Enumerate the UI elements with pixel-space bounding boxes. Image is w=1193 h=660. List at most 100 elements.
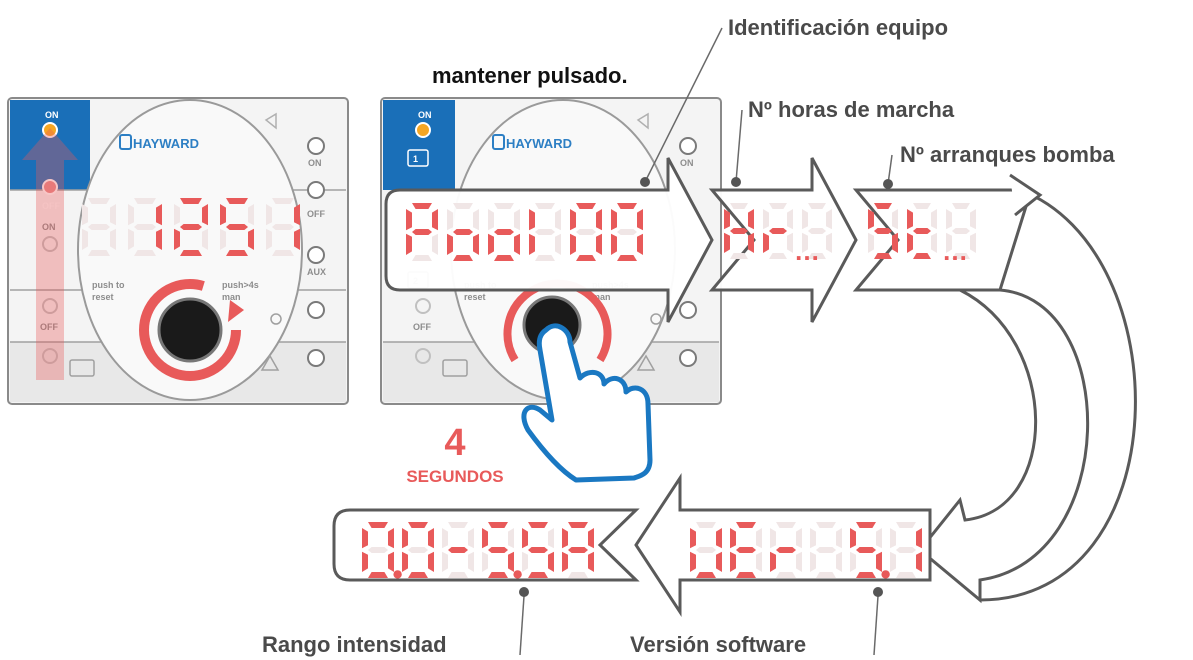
svg-text:reset: reset <box>92 292 114 302</box>
segment-digit <box>868 203 898 259</box>
segment-d <box>448 572 468 578</box>
segment-d <box>88 250 110 256</box>
segment-f <box>488 209 494 231</box>
segment-d <box>856 572 876 578</box>
svg-text:ON: ON <box>308 158 322 168</box>
segment-digit <box>442 522 474 578</box>
segment-b <box>892 209 898 230</box>
segment-d <box>769 253 787 259</box>
segment-c <box>294 228 300 250</box>
svg-text:OFF: OFF <box>40 322 58 332</box>
segment-digit <box>810 522 842 578</box>
segment-digit <box>907 203 937 259</box>
blue-status-strip <box>10 100 90 190</box>
segment-g <box>896 547 916 553</box>
hand-pointer-icon <box>521 323 653 483</box>
button-timer-2[interactable] <box>679 301 697 319</box>
control-knob[interactable] <box>157 297 223 363</box>
segment-g <box>488 547 508 553</box>
segment-g <box>448 547 468 553</box>
button-aux[interactable] <box>307 246 325 264</box>
segment-f <box>890 528 896 549</box>
button-alarm[interactable] <box>307 349 325 367</box>
segment-g <box>808 228 826 234</box>
segment-b <box>916 528 922 549</box>
segment-f <box>562 528 568 549</box>
segment-a <box>568 522 588 528</box>
knob-ring <box>139 279 241 381</box>
display-hr <box>724 203 832 259</box>
segment-d <box>913 253 931 259</box>
segment-g <box>453 229 473 235</box>
decimal-point <box>881 570 890 579</box>
segment-f <box>406 209 412 231</box>
segment-d <box>272 250 294 256</box>
callout-dot-current <box>519 587 529 597</box>
segment-f <box>362 528 368 549</box>
callout-pump-starts: Nº arranques bomba <box>900 142 1115 167</box>
segment-f <box>529 209 535 231</box>
segment-f <box>442 528 448 549</box>
segment-c <box>970 232 976 253</box>
segment-d <box>488 572 508 578</box>
segment-b <box>548 528 554 549</box>
segment-d <box>453 255 473 261</box>
segment-digit <box>402 522 434 578</box>
segment-c <box>428 551 434 572</box>
segment-digit <box>174 198 208 256</box>
segment-digit <box>447 203 479 261</box>
segment-d <box>535 255 555 261</box>
button-timer[interactable] <box>307 301 325 319</box>
segment-b <box>970 209 976 230</box>
on-label: ON <box>45 110 59 120</box>
brand-logo: HAYWARD <box>133 136 199 151</box>
seconds-value: 4 <box>444 422 465 464</box>
callout-equipment-id: Identificación equipo <box>728 15 948 40</box>
segment-e <box>907 232 913 253</box>
segment-d <box>408 572 428 578</box>
segment-e <box>724 232 730 253</box>
segment-b <box>596 209 602 231</box>
segment-b <box>473 209 479 231</box>
segment-b <box>876 528 882 549</box>
segment-f <box>402 528 408 549</box>
button-alarm-2[interactable] <box>679 349 697 367</box>
control-panel-1: HAYWARD ON OFF ON OFF ON OFF AUX push to… <box>7 97 349 405</box>
segment-g <box>617 229 637 235</box>
svg-text:HAYWARD: HAYWARD <box>506 136 572 151</box>
led-off <box>42 179 58 195</box>
segment-g <box>180 224 202 230</box>
segment-d <box>808 253 826 259</box>
display-1251 <box>82 198 300 256</box>
button-on[interactable] <box>307 137 325 155</box>
segment-b <box>388 528 394 549</box>
segment-c <box>156 228 162 250</box>
segment-d <box>368 572 388 578</box>
segment-d <box>952 253 970 259</box>
segment-b <box>826 209 832 230</box>
button-off[interactable] <box>307 181 325 199</box>
segment-b <box>748 209 754 230</box>
segment-c <box>548 551 554 572</box>
button-on-2[interactable] <box>679 137 697 155</box>
segment-f <box>763 209 769 230</box>
segment-c <box>826 232 832 253</box>
segment-f <box>730 528 736 549</box>
led-on-2 <box>415 122 431 138</box>
segment-a <box>808 203 826 209</box>
segment-digit <box>802 203 832 259</box>
segment-g <box>874 228 892 234</box>
segment-c <box>716 551 722 572</box>
segment-d <box>816 572 836 578</box>
segment-a <box>896 522 916 528</box>
segment-a <box>535 203 555 209</box>
segment-g <box>568 547 588 553</box>
segment-a <box>448 522 468 528</box>
segment-b <box>156 204 162 226</box>
segment-g <box>696 547 716 553</box>
segment-digit <box>946 203 976 259</box>
svg-text:1: 1 <box>413 154 418 164</box>
segment-g <box>856 547 876 553</box>
segment-b <box>588 528 594 549</box>
